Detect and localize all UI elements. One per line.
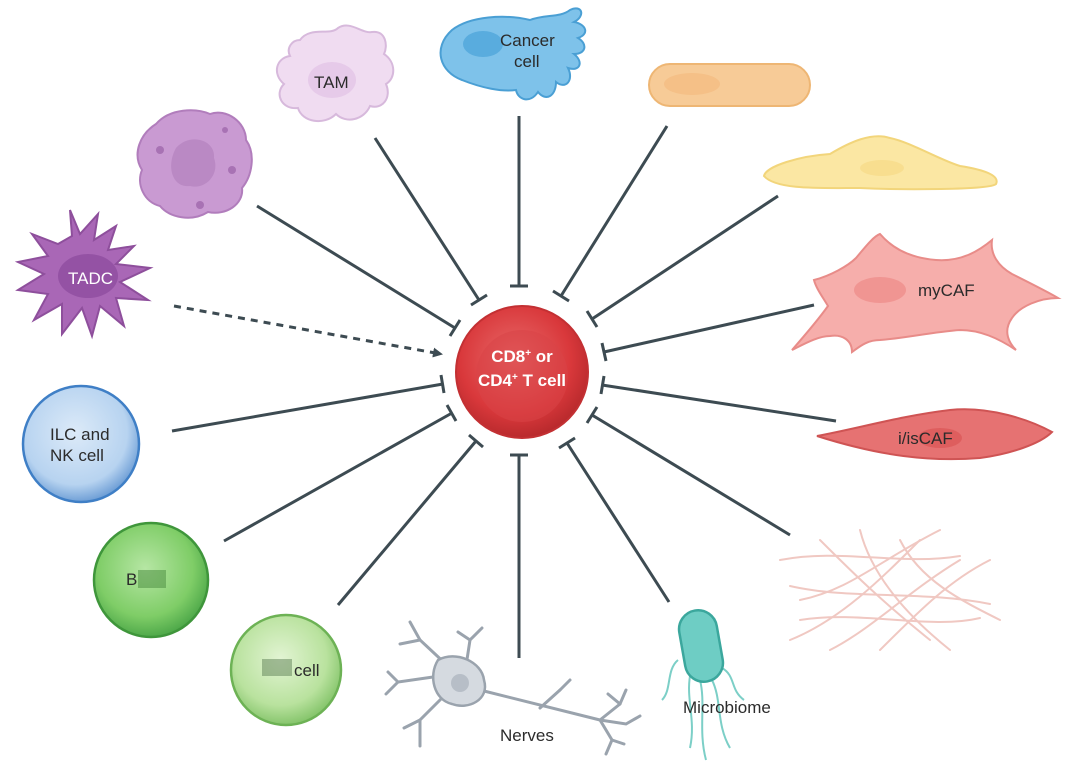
b-cell: B [92,521,210,639]
mycaf: myCAF [791,232,1062,354]
ilc-nk-cell: ILC and NK cell [21,384,141,504]
nerves: Nerves [384,620,642,756]
cancer-cell-label-line2: cell [514,52,540,71]
tadc-label: TADC [68,269,113,288]
b-cell-label: B [126,570,137,589]
connector-mycaf [600,303,815,362]
tam-label: TAM [314,73,349,92]
orange-cell [648,63,811,107]
t-cell: cell [229,613,343,727]
connector-tam [373,137,488,307]
center-t-cell: CD8+ or CD4+ T cell [455,305,589,439]
connector-orange-cell [552,125,669,303]
microbiome-label: Microbiome [683,698,771,717]
connector-cancer-cell [510,116,528,288]
connector-b-cell [223,404,458,543]
connector-extracellular-matrix [585,406,791,537]
connector-nerves [510,453,528,658]
center-label-line1: CD8+ or [491,347,553,366]
microbiome: Microbiome [661,609,771,761]
tadc: TADC [14,209,154,340]
ilc-label-line2: NK cell [50,446,104,465]
connector-yellow-cell [585,194,779,328]
extracellular-matrix [779,529,1001,651]
tam: TAM [275,24,395,123]
neutrophil [136,109,253,219]
connector-tadc [173,304,443,358]
iiscaf: i/isCAF [816,408,1054,461]
cancer-cell: Cancer cell [439,7,587,101]
t-cell-label: cell [294,661,320,680]
connector-t-cell [336,433,484,606]
center-label-line2: CD4+ T cell [478,371,566,390]
mycaf-label: myCAF [918,281,975,300]
iiscaf-label: i/isCAF [898,429,953,448]
connector-ilc-nk-cell [171,374,446,433]
nerves-label: Nerves [500,726,554,745]
connector-iiscaf [599,375,837,423]
connector-neutrophil [256,204,462,337]
yellow-cell [762,135,998,191]
connector-microbiome [558,436,671,603]
cancer-cell-label-line1: Cancer [500,31,555,50]
ilc-label-line1: ILC and [50,425,110,444]
